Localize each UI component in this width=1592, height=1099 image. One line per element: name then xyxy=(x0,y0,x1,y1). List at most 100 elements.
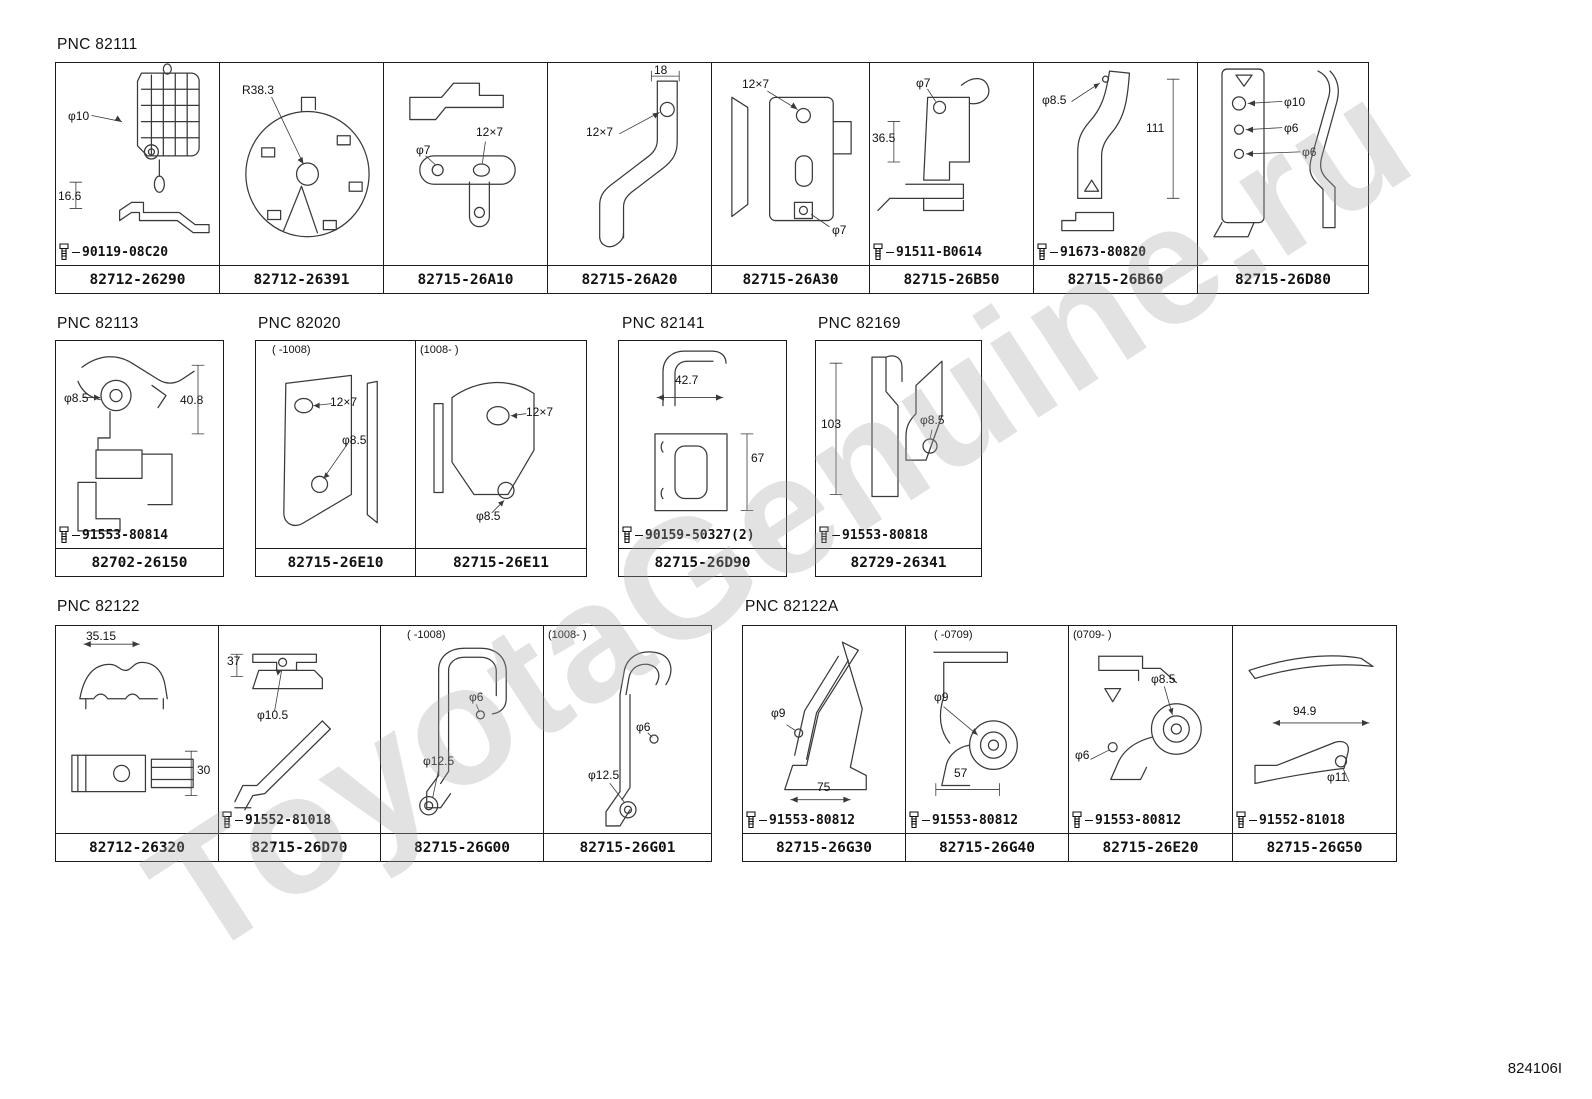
dimension-label: φ8.5 xyxy=(920,413,945,427)
bolt-icon xyxy=(59,526,69,544)
part-number: 82715-26E11 xyxy=(416,548,586,576)
fastener-number: 91553-80812 xyxy=(932,812,1019,828)
dimension-label: φ8.5 xyxy=(342,433,367,447)
pnc-group-82111: φ10 16.6 90119-08C20 82712-26290 xyxy=(55,62,1369,294)
part-drawing: R38.3 xyxy=(220,63,383,265)
pnc-label-82141: PNC 82141 xyxy=(622,315,705,332)
part-number: 82715-26B50 xyxy=(870,265,1033,293)
fastener-number: 90159-50327(2) xyxy=(645,527,755,543)
bolt-icon xyxy=(746,811,756,829)
part-drawing: φ7 12×7 xyxy=(384,63,547,265)
leader-line xyxy=(72,251,80,253)
pnc-label-82111: PNC 82111 xyxy=(57,36,138,53)
dimension-label: φ6 xyxy=(1075,748,1090,762)
dimension-label: 75 xyxy=(817,780,831,794)
dimension-label: φ7 xyxy=(416,143,431,157)
dimension-label: 42.7 xyxy=(675,373,699,387)
part-cell: φ7 36.5 91511-B0614 82715-26B50 xyxy=(870,63,1034,293)
part-number: 82715-26E10 xyxy=(256,548,415,576)
part-cell: 35.15 30 82712-26320 xyxy=(56,626,219,861)
pnc-group-82169: 103 φ8.5 91553-80818 82729-26341 xyxy=(815,340,982,577)
part-drawing: φ8.5 40.8 91553-80814 xyxy=(56,341,223,548)
dimension-label: φ7 xyxy=(916,76,931,90)
part-drawing: 12×7 φ7 xyxy=(712,63,869,265)
dimension-label: φ6 xyxy=(1284,121,1299,135)
part-drawing: 42.7 67 90159-50327(2) xyxy=(619,341,786,548)
part-number: 82715-26G40 xyxy=(906,833,1068,861)
fastener-number: 90119-08C20 xyxy=(82,244,169,260)
pnc-group-82020: ( -1008) 12×7 φ8.5 82715-26E10 (1008- ) … xyxy=(255,340,587,577)
dimension-label: φ10.5 xyxy=(257,708,289,722)
part-cell: φ7 12×7 82715-26A10 xyxy=(384,63,548,293)
part-drawing: φ9 75 91553-80812 xyxy=(743,626,905,833)
part-drawing: φ10 16.6 90119-08C20 xyxy=(56,63,219,265)
leader-line xyxy=(235,819,243,821)
leader-line xyxy=(832,534,840,536)
dimension-label: 40.8 xyxy=(180,393,204,407)
part-cell: (1008- ) φ6 φ12.5 82715-26G01 xyxy=(544,626,711,861)
part-number: 82702-26150 xyxy=(56,548,223,576)
doc-number: 824106I xyxy=(1507,1060,1562,1077)
pnc-label-82122: PNC 82122 xyxy=(57,598,140,615)
variant-label: ( -1008) xyxy=(407,629,446,641)
dimension-label: 111 xyxy=(1146,121,1165,135)
fastener-number: 91673-80820 xyxy=(1060,244,1147,260)
fastener-number: 91553-80818 xyxy=(842,527,929,543)
part-drawing: 94.9 φ11 91552-81018 xyxy=(1233,626,1396,833)
fastener-number: 91552-81018 xyxy=(1259,812,1346,828)
dimension-label: 57 xyxy=(954,766,968,780)
part-number: 82715-26D80 xyxy=(1198,265,1368,293)
part-cell: ( -0709) φ9 57 91553-80812 82715-26G40 xyxy=(906,626,1069,861)
fastener-callout: 90119-08C20 xyxy=(58,243,168,261)
dimension-label: φ9 xyxy=(771,706,786,720)
part-cell: φ9 75 91553-80812 82715-26G30 xyxy=(743,626,906,861)
leader-line xyxy=(1249,819,1257,821)
dimension-label: φ8.5 xyxy=(64,391,89,405)
part-number: 82715-26G30 xyxy=(743,833,905,861)
pnc-label-82169: PNC 82169 xyxy=(818,315,901,332)
dimension-label: φ11 xyxy=(1327,770,1348,784)
fastener-callout: 91511-B0614 xyxy=(872,243,982,261)
part-drawing: ( -1008) φ6 φ12.5 xyxy=(381,626,543,833)
part-cell: 18 12×7 82715-26A20 xyxy=(548,63,712,293)
bolt-icon xyxy=(59,243,69,261)
part-drawing: (1008- ) 12×7 φ8.5 xyxy=(416,341,586,548)
fastener-number: 91552-81018 xyxy=(245,812,332,828)
dimension-label: 12×7 xyxy=(330,395,358,409)
bolt-icon xyxy=(819,526,829,544)
variant-label: (0709- ) xyxy=(1073,629,1112,641)
fastener-callout: 90159-50327(2) xyxy=(621,526,755,544)
pnc-group-82141: 42.7 67 90159-50327(2) 82715-26D90 xyxy=(618,340,787,577)
variant-label: ( -0709) xyxy=(934,629,973,641)
dimension-label: 16.6 xyxy=(58,189,82,203)
fastener-callout: 91553-80818 xyxy=(818,526,928,544)
dimension-label: φ9 xyxy=(934,690,949,704)
dimension-label: 12×7 xyxy=(476,125,504,139)
dimension-label: φ10 xyxy=(1284,95,1306,109)
pnc-group-82122: 35.15 30 82712-26320 37 xyxy=(55,625,712,862)
dimension-label: 36.5 xyxy=(872,131,896,145)
pnc-label-82113: PNC 82113 xyxy=(57,315,139,332)
part-cell: 94.9 φ11 91552-81018 82715-26G50 xyxy=(1233,626,1396,861)
bolt-icon xyxy=(622,526,632,544)
part-cell: φ8.5 40.8 91553-80814 82702-26150 xyxy=(56,341,223,576)
dimension-label: 18 xyxy=(654,63,668,77)
dimension-label: φ6 xyxy=(469,690,484,704)
part-cell: 37 φ10.5 91552-81018 82715-26D70 xyxy=(219,626,381,861)
part-cell: 12×7 φ7 82715-26A30 xyxy=(712,63,870,293)
leader-line xyxy=(1085,819,1093,821)
part-drawing: 18 12×7 xyxy=(548,63,711,265)
dimension-label: 35.15 xyxy=(86,629,117,643)
bolt-icon xyxy=(222,811,232,829)
fastener-callout: 91553-80814 xyxy=(58,526,168,544)
part-number: 82715-26G00 xyxy=(381,833,543,861)
fastener-callout: 91553-80812 xyxy=(1071,811,1181,829)
part-cell: φ10 16.6 90119-08C20 82712-26290 xyxy=(56,63,220,293)
leader-line xyxy=(635,534,643,536)
part-cell: ( -1008) φ6 φ12.5 82715-26G00 xyxy=(381,626,544,861)
fastener-callout: 91673-80820 xyxy=(1036,243,1146,261)
part-number: 82715-26G50 xyxy=(1233,833,1396,861)
part-drawing: φ10 φ6 φ6 xyxy=(1198,63,1368,265)
part-cell: (0709- ) φ8.5 φ6 91553-80812 82715-26E20 xyxy=(1069,626,1233,861)
